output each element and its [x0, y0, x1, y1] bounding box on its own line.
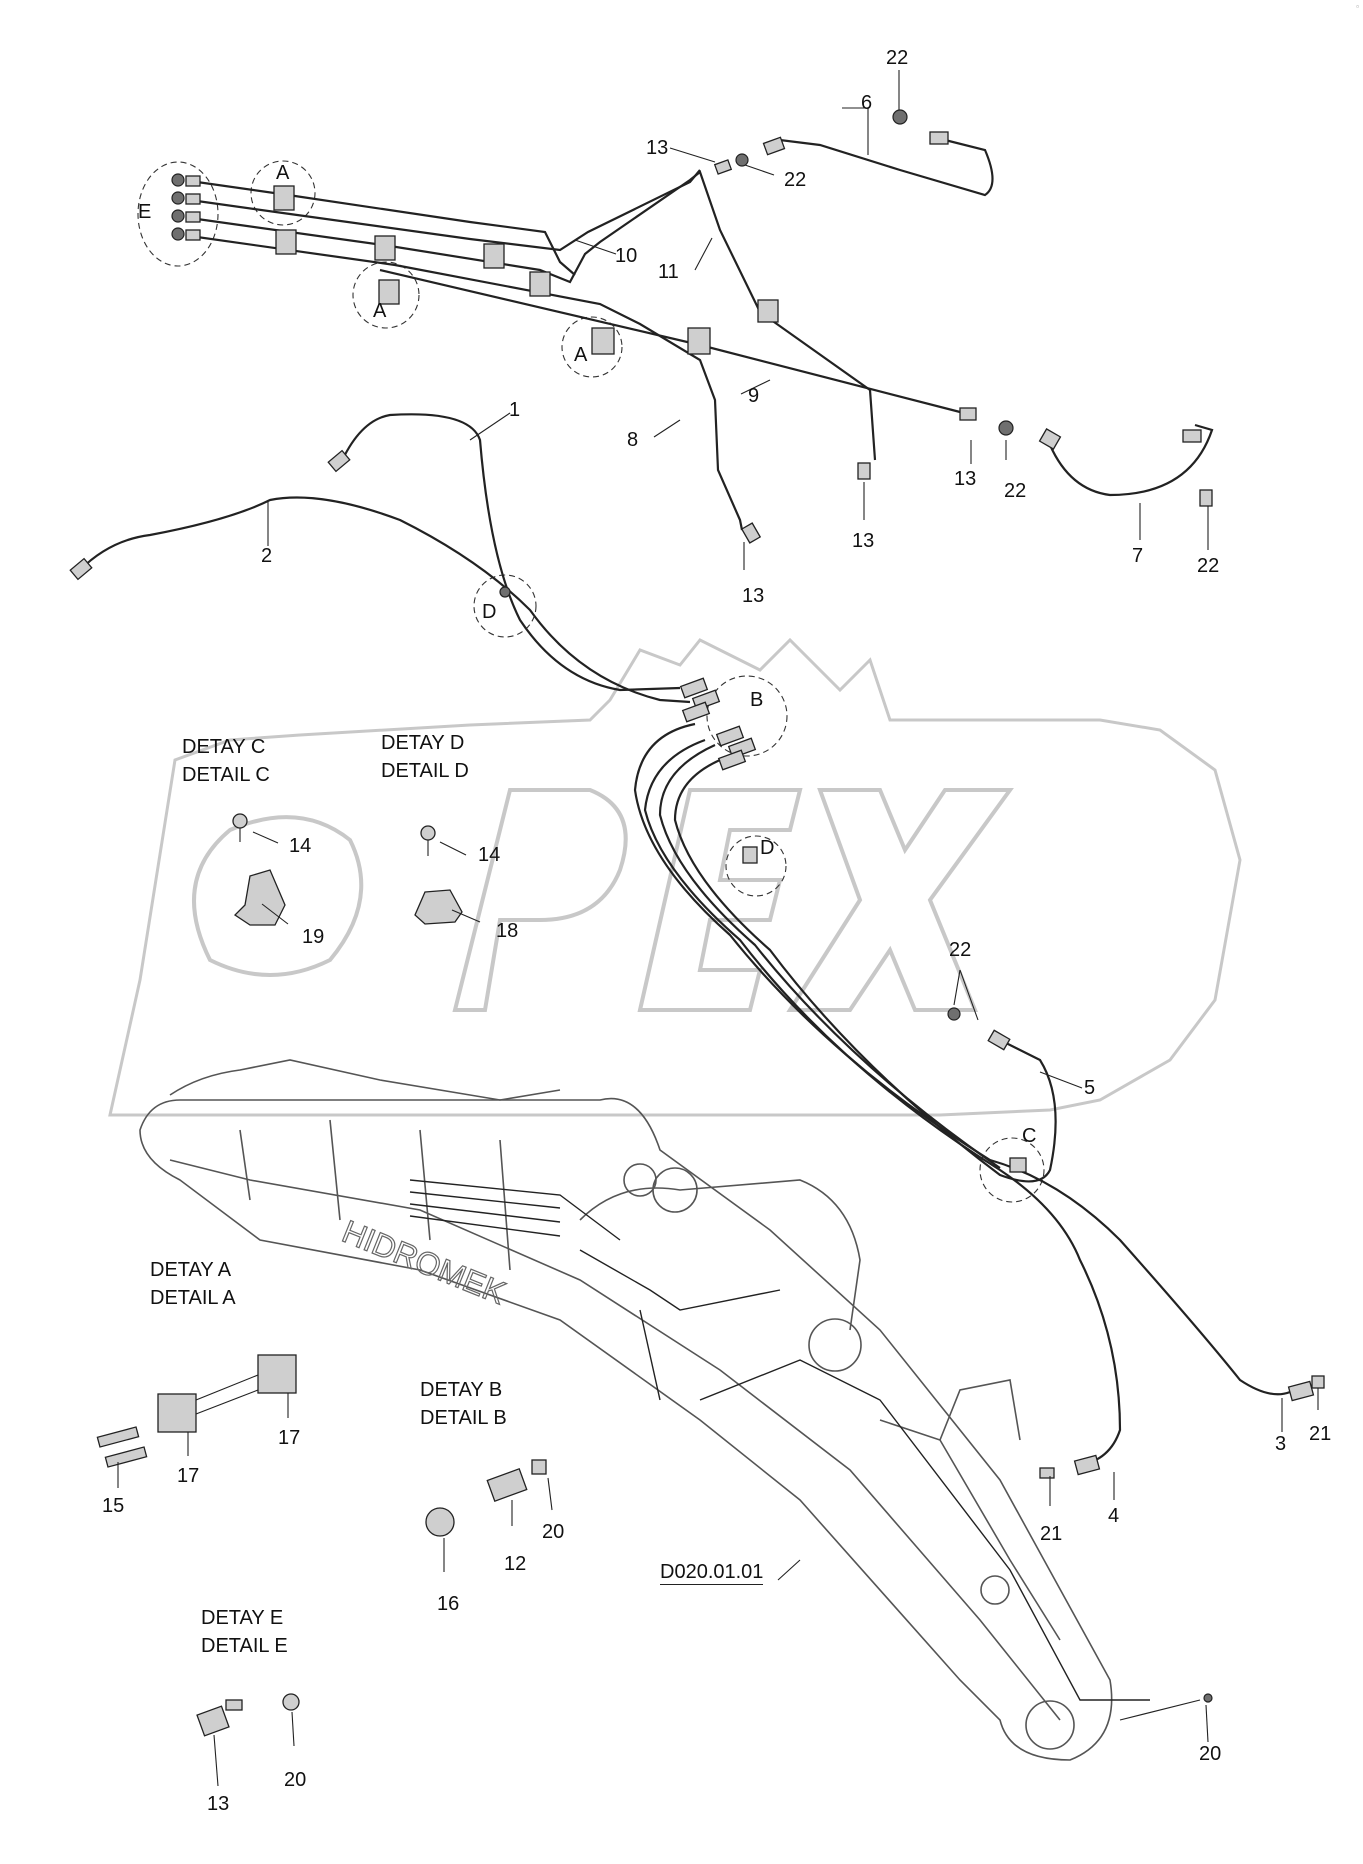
part-number-20: 20	[284, 1769, 307, 1791]
part-number-20: 20	[1199, 1743, 1222, 1765]
detail-e-title: DETAY E DETAIL E	[201, 1604, 288, 1660]
part-number-3: 3	[1275, 1433, 1287, 1455]
part-number-13: 13	[207, 1793, 230, 1815]
part-number-13: 13	[646, 137, 669, 159]
detail-a-b-e-parts	[96, 1354, 1213, 1737]
hoses-3-4-5	[633, 722, 1325, 1479]
part-number-17: 17	[278, 1427, 301, 1449]
part-number-21: 21	[1040, 1523, 1063, 1545]
clamps-upper	[273, 185, 779, 355]
detail-c-en: DETAIL C	[182, 764, 270, 786]
part-number-4: 4	[1108, 1505, 1120, 1527]
part-number-16: 16	[437, 1593, 460, 1615]
detail-e-en: DETAIL E	[201, 1635, 288, 1657]
detail-circles	[137, 160, 1045, 1203]
detail-a-en: DETAIL A	[150, 1287, 236, 1309]
boom-brand: HIDROMEK	[337, 1213, 510, 1311]
part-number-13: 13	[742, 585, 765, 607]
detail-d-en: DETAIL D	[381, 760, 469, 782]
part-number-19: 19	[302, 926, 325, 948]
circle-label-c: C	[1022, 1125, 1037, 1147]
part-number-14: 14	[478, 844, 501, 866]
part-number-9: 9	[748, 385, 760, 407]
part-number-7: 7	[1132, 545, 1144, 567]
part-number-2: 2	[261, 545, 273, 567]
leader-lines	[117, 70, 1319, 1787]
part-number-22: 22	[949, 939, 972, 961]
part-number-21: 21	[1309, 1423, 1332, 1445]
hoses-1-2	[69, 413, 757, 771]
hoses-6-7	[762, 109, 1214, 507]
part-number-5: 5	[1084, 1077, 1096, 1099]
circle-label-e: E	[138, 201, 152, 223]
circle-label-b: B	[750, 689, 764, 711]
circle-label-d: D	[482, 601, 497, 623]
part-number-15: 15	[102, 1495, 125, 1517]
detail-c-title: DETAY C DETAIL C	[182, 733, 270, 789]
part-number-1: 1	[509, 399, 521, 421]
part-number-10: 10	[615, 245, 638, 267]
part-number-6: 6	[861, 92, 873, 114]
detail-c-tr: DETAY C	[182, 736, 266, 758]
part-number-13: 13	[954, 468, 977, 490]
part-number-20: 20	[542, 1521, 565, 1543]
part-number-11: 11	[658, 261, 679, 283]
tube-assembly	[171, 153, 1014, 544]
part-number-14: 14	[289, 835, 312, 857]
detail-d-tr: DETAY D	[381, 732, 465, 754]
detail-b-title: DETAY B DETAIL B	[420, 1376, 507, 1432]
circle-label-a: A	[373, 300, 387, 322]
part-number-12: 12	[504, 1553, 527, 1575]
part-number-17: 17	[177, 1465, 200, 1487]
part-number-13: 13	[852, 530, 875, 552]
part-number-18: 18	[496, 920, 519, 942]
detail-d-title: DETAY D DETAIL D	[381, 729, 469, 785]
detail-b-tr: DETAY B	[420, 1379, 503, 1401]
watermark-gear	[108, 637, 1242, 1117]
part-number-22: 22	[1004, 480, 1027, 502]
circle-label-d: D	[760, 837, 775, 859]
part-number-22: 22	[784, 169, 807, 191]
circle-label-a: A	[276, 162, 290, 184]
detail-b-en: DETAIL B	[420, 1407, 507, 1429]
part-number-8: 8	[627, 429, 639, 451]
circle-label-a: A	[574, 344, 588, 366]
part-number-22: 22	[886, 47, 909, 69]
part-number-22: 22	[1197, 555, 1220, 577]
fittings-group-e	[171, 173, 201, 241]
excavator-boom: HIDROMEK	[139, 1059, 1150, 1761]
detail-a-tr: DETAY A	[150, 1259, 232, 1281]
reference-code: D020.01.01	[660, 1561, 764, 1585]
detail-e-tr: DETAY E	[201, 1607, 284, 1629]
corner-mark: ▫	[1356, 2, 1359, 11]
detail-c-d-parts	[232, 813, 463, 926]
detail-a-title: DETAY A DETAIL A	[150, 1256, 236, 1312]
